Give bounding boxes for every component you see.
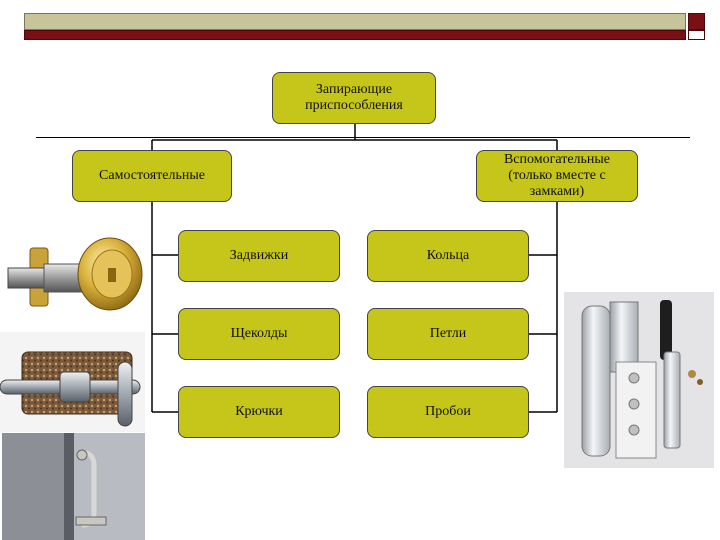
right-item-rings: Кольца [367, 230, 529, 282]
category-independent-label: Самостоятельные [99, 168, 205, 183]
right-item-strikes: Пробои [367, 386, 529, 438]
header-bar [24, 13, 686, 30]
right-item-label: Кольца [426, 248, 470, 263]
header-corner-square-outline [688, 30, 705, 40]
right-item-hinges: Петли [367, 308, 529, 360]
category-independent: Самостоятельные [72, 150, 232, 202]
left-item-hooks: Крючки [178, 386, 340, 438]
door-hinge-photo [564, 292, 714, 468]
bolt-latch-photo [0, 332, 145, 432]
door-hook-photo [2, 433, 145, 540]
divider-line [36, 137, 690, 138]
header-accent-bar [24, 30, 686, 40]
root-node-label: Запирающие приспособления [305, 82, 403, 113]
deadbolt-lock-photo [0, 230, 145, 322]
root-node: Запирающие приспособления [272, 72, 436, 124]
category-auxiliary: Вспомогательные (только вместе с замками… [476, 150, 638, 202]
right-item-label: Петли [429, 326, 467, 341]
left-item-latches: Щеколды [178, 308, 340, 360]
left-item-label: Щеколды [230, 326, 288, 341]
left-item-bolts: Задвижки [178, 230, 340, 282]
left-item-label: Крючки [235, 404, 283, 419]
right-item-label: Пробои [425, 404, 471, 419]
header-corner-square [688, 13, 705, 30]
category-auxiliary-label: Вспомогательные (только вместе с замками… [503, 152, 611, 199]
left-item-label: Задвижки [229, 248, 289, 263]
